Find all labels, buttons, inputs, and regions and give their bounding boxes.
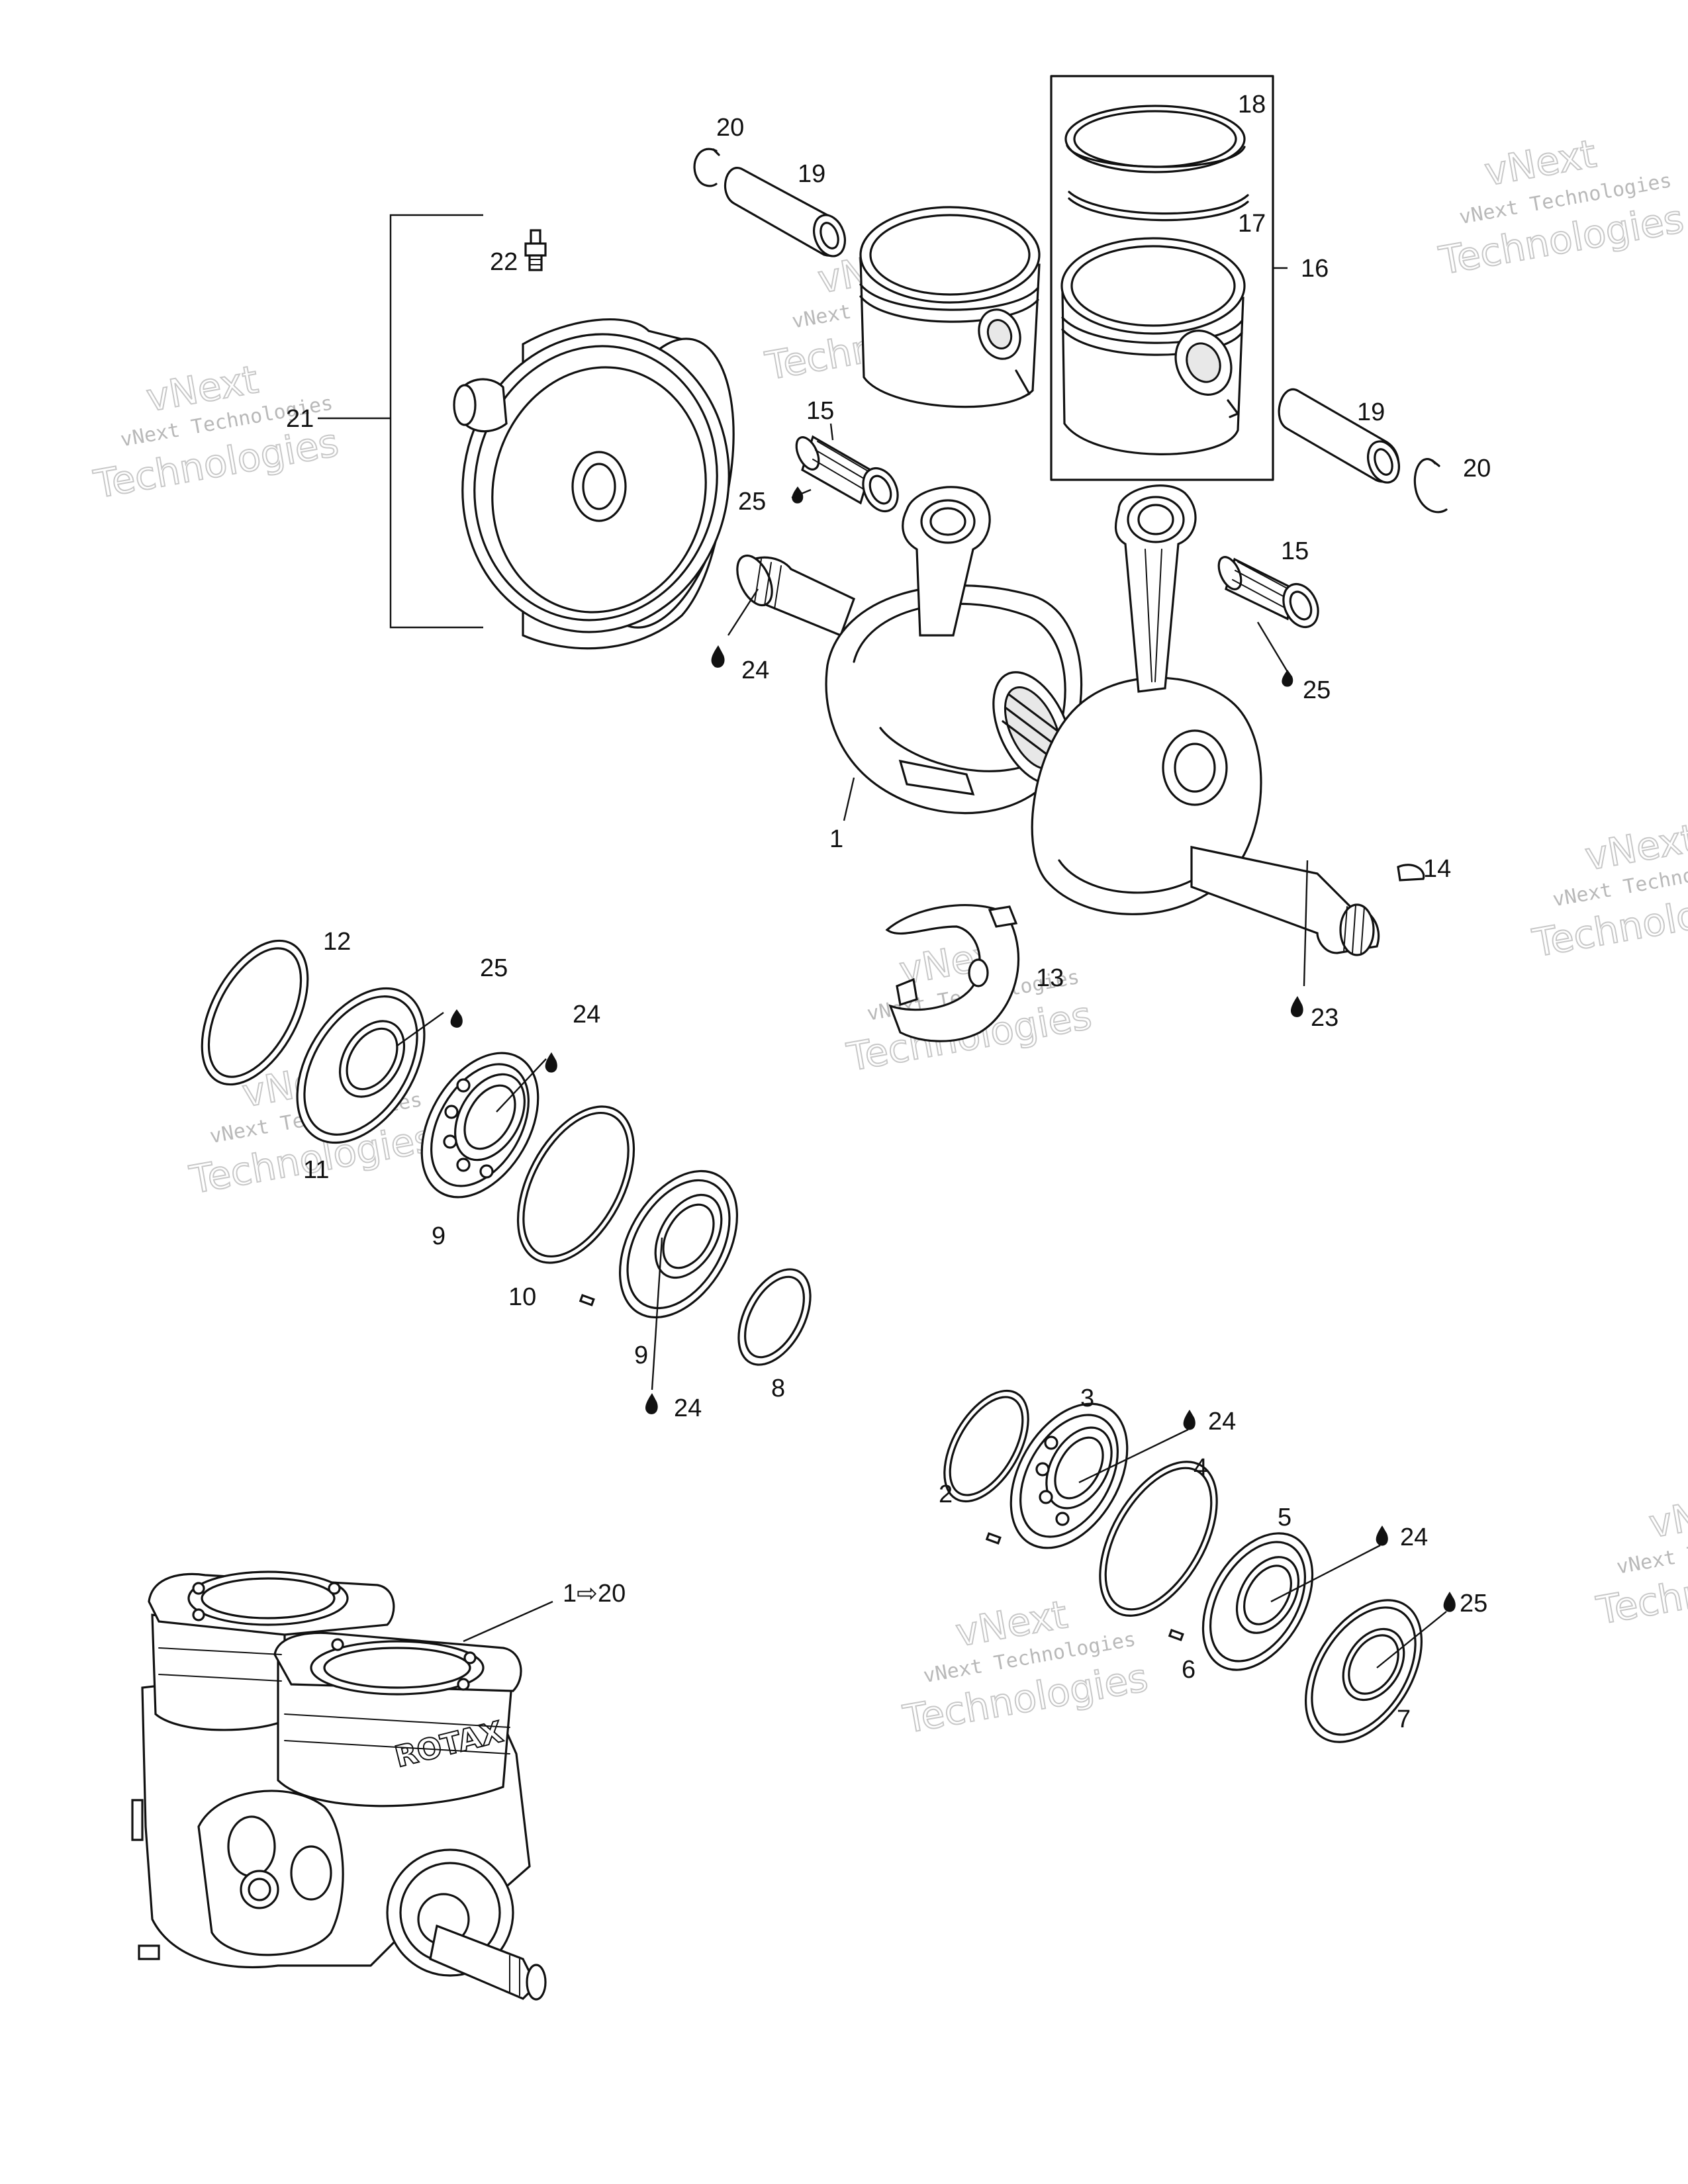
part-3-ball-bearing bbox=[1009, 1402, 1129, 1549]
engine-illustration: ROTAX bbox=[131, 1570, 553, 2001]
callout-7: 7 bbox=[1397, 1706, 1411, 1733]
callout-9: 9 bbox=[432, 1222, 445, 1250]
callout-9: 9 bbox=[634, 1342, 648, 1369]
part-13-thrust-washer-clip bbox=[885, 903, 1020, 1042]
part-22-grease-fitting bbox=[524, 229, 547, 271]
callout-25: 25 bbox=[738, 488, 766, 516]
part-9-ball-bearing bbox=[618, 1169, 739, 1319]
part-15-needle-bearing bbox=[795, 435, 899, 513]
callout-3: 3 bbox=[1080, 1385, 1094, 1412]
callout-17: 17 bbox=[1238, 210, 1266, 238]
oil-drop-icon bbox=[545, 1052, 557, 1073]
oil-drop-icon bbox=[1443, 1592, 1456, 1612]
part-12-shim bbox=[201, 939, 309, 1086]
callout-24: 24 bbox=[1208, 1408, 1236, 1435]
oil-drop-icon bbox=[1183, 1410, 1196, 1430]
callout-20: 20 bbox=[716, 114, 744, 142]
callout-25: 25 bbox=[1460, 1590, 1487, 1617]
watermark-tile: vNext Technologies Technologies vNext bbox=[899, 1591, 1152, 1743]
callout-5: 5 bbox=[1278, 1504, 1291, 1531]
part-19-piston-pin bbox=[724, 167, 846, 257]
callout-8: 8 bbox=[771, 1375, 785, 1402]
part-7-oil-seal bbox=[1305, 1599, 1423, 1743]
callout-19: 19 bbox=[1357, 398, 1385, 426]
callout-25: 25 bbox=[1303, 676, 1331, 704]
part-20-circlip bbox=[1413, 458, 1448, 514]
callout-22: 22 bbox=[490, 248, 518, 276]
callout-13: 13 bbox=[1036, 964, 1064, 992]
callout-24: 24 bbox=[1400, 1524, 1428, 1551]
part-21-flywheel bbox=[318, 214, 735, 650]
part-19-piston-pin bbox=[1278, 388, 1400, 484]
part-20-circlip bbox=[693, 148, 720, 187]
callout-24: 24 bbox=[674, 1394, 702, 1422]
callout-23: 23 bbox=[1311, 1004, 1338, 1032]
part-18-piston-ring bbox=[1064, 105, 1246, 173]
pin-small bbox=[985, 1532, 1184, 1641]
callout-6: 6 bbox=[1182, 1656, 1196, 1684]
pin-small bbox=[579, 1294, 595, 1306]
part-9-ball-bearing bbox=[420, 1052, 539, 1199]
callout-11: 11 bbox=[303, 1156, 329, 1184]
callout-24: 24 bbox=[573, 1001, 600, 1028]
callout-18: 18 bbox=[1238, 91, 1266, 118]
oil-drop-icon bbox=[1282, 670, 1293, 687]
part-16-piston-kit-frame bbox=[1050, 75, 1288, 481]
callout-25: 25 bbox=[480, 954, 508, 982]
callout-2: 2 bbox=[939, 1480, 953, 1508]
watermark-text: vNext bbox=[1646, 1483, 1688, 1547]
callout-21: 21 bbox=[286, 405, 314, 433]
part-5-ball-bearing bbox=[1201, 1532, 1314, 1671]
callout-labels: 20 19 18 17 16 22 21 15 25 19 20 15 24 2… bbox=[286, 91, 1491, 1733]
callout-10: 10 bbox=[508, 1283, 536, 1311]
callout-12: 12 bbox=[323, 928, 351, 956]
part-4-o-ring bbox=[1099, 1461, 1218, 1617]
callout-20: 20 bbox=[1463, 455, 1491, 482]
callout-14: 14 bbox=[1423, 855, 1451, 883]
callout-24: 24 bbox=[741, 657, 769, 684]
oil-drop-icon bbox=[711, 645, 725, 668]
part-14-woodruff-key bbox=[1397, 864, 1425, 882]
callout-19: 19 bbox=[798, 160, 825, 188]
watermark-tile: vNext Technologies Technologies vNext bbox=[90, 356, 343, 508]
piston-assembly-right bbox=[1060, 237, 1246, 455]
callout-1-to-20: 1⇨20 bbox=[563, 1580, 626, 1608]
oil-drop-icon bbox=[1290, 996, 1303, 1017]
watermark-tile: vNext Technologies Technologies vNext bbox=[1435, 130, 1688, 284]
piston-assembly-left bbox=[859, 206, 1041, 408]
oil-drop-icon bbox=[645, 1393, 658, 1414]
watermark-tile: vNext Technologies Technologies vNext bbox=[1528, 815, 1688, 966]
part-1-crankshaft bbox=[736, 484, 1380, 956]
callout-16: 16 bbox=[1301, 255, 1329, 283]
part-11-oil-seal bbox=[296, 987, 426, 1144]
oil-drop-icon bbox=[1376, 1525, 1388, 1546]
oil-drop-icon bbox=[450, 1009, 463, 1028]
part-17-piston-ring bbox=[1068, 191, 1249, 246]
callout-15: 15 bbox=[1281, 537, 1309, 565]
watermark-tile: vNext Technologies Technologies vNext bbox=[1593, 1482, 1688, 1634]
part-8-shim bbox=[737, 1268, 812, 1366]
leader-lines bbox=[397, 423, 1447, 1668]
part-15-needle-bearing bbox=[1217, 556, 1319, 629]
callout-1: 1 bbox=[829, 825, 843, 853]
part-10-o-ring bbox=[516, 1105, 635, 1264]
callout-4: 4 bbox=[1194, 1454, 1207, 1482]
part-2-shim bbox=[943, 1389, 1029, 1503]
callout-15: 15 bbox=[806, 397, 834, 425]
